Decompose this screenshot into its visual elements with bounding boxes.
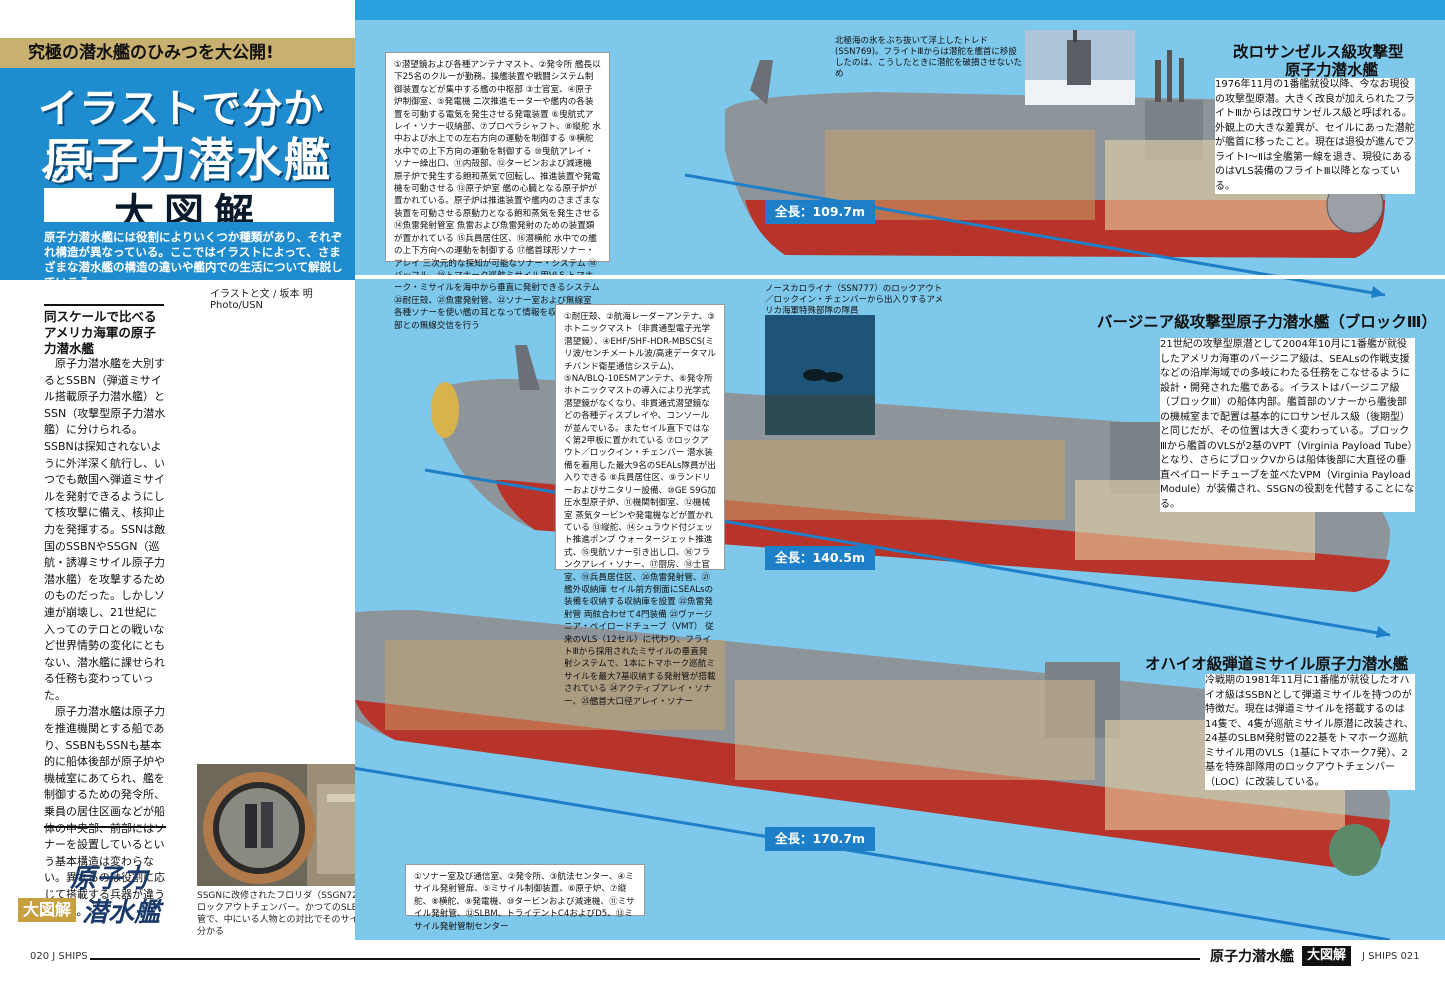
hero-lead: 原子力潜水艦には役割によりいくつか種類があり、それぞれ構造が異なっている。ここで… xyxy=(44,230,343,289)
ohio-legend: ①ソナー室及び通信室、②発令所、③航法センター、④ミサイル発射管扉、⑤ミサイル制… xyxy=(405,864,645,932)
logo-top: 原子力 xyxy=(70,864,149,894)
footer-page-left: 020 J SHIPS xyxy=(30,951,88,962)
sidebar-divider xyxy=(44,826,166,828)
virginia-length-label: 全長：140.5m xyxy=(765,546,875,570)
hero-title-line1: イラストで分かる! xyxy=(38,86,325,190)
toledo-photo-illustration xyxy=(1025,30,1135,105)
sidebar-paragraph: 原子力潜水艦を大別するとSSBN（弾道ミサイル搭載原子力潜水艦）とSSN（攻撃型… xyxy=(44,357,166,702)
art-top-band xyxy=(355,0,1445,20)
sidebar-heading: 同スケールで比べるアメリカ海軍の原子力潜水艦 xyxy=(44,304,164,357)
legend-text: ①潜望鏡および各種アンテナマスト、②発令所 艦長以下25名のクルーが勤務。操艦装… xyxy=(394,60,601,331)
teaser-banner: 究極の潜水艦のひみつを大公開! xyxy=(0,38,355,68)
left-column: 究極の潜水艦のひみつを大公開! イラストで分かる! 原子力潜水艦 大図解 原子力… xyxy=(0,0,387,981)
north-carolina-photo-illustration xyxy=(765,315,875,435)
sidebar-paragraph: 原子力潜水艦は原子力を推進機関とする船であり、SSBNもSSNも基本的に船体後部… xyxy=(44,705,165,918)
footer-badge: 大図解 xyxy=(1302,946,1352,966)
section-divider xyxy=(355,275,1445,279)
logo-bottom: 潜水艦 xyxy=(82,898,161,928)
ohio-title: オハイオ級弾道ミサイル原子力潜水艦 xyxy=(1145,655,1409,673)
hero-title-line2: 原子力潜水艦 xyxy=(44,133,332,187)
section-logo: 原子力 大図解 潜水艦 xyxy=(18,858,178,930)
north-carolina-photo xyxy=(765,315,875,435)
los-angeles-title-1: 改ロサンゼルス級攻撃型 xyxy=(1233,43,1404,61)
hero-lead-band xyxy=(0,222,355,280)
footer-page-right: J SHIPS 021 xyxy=(1362,951,1420,962)
ohio-sub-illustration xyxy=(355,610,1390,876)
porthole-illustration xyxy=(197,764,387,886)
logo-box: 大図解 xyxy=(18,898,76,922)
ohio-length-label: 全長：170.7m xyxy=(765,827,875,851)
toledo-photo-caption: 北極海の氷をぶち抜いて浮上したトレド(SSN769)。フライトⅢからは潜舵を艦首… xyxy=(835,36,1023,79)
sidebar-body: 原子力潜水艦を大別するとSSBN（弾道ミサイル搭載原子力潜水艦）とSSN（攻撃型… xyxy=(44,356,166,920)
virginia-legend: ①耐圧殻、②航海レーダーアンテナ、③ホトニックマスト（非貫通型電子光学潜望鏡）、… xyxy=(555,304,725,707)
los-angeles-legend: ①潜望鏡および各種アンテナマスト、②発令所 艦長以下25名のクルーが勤務。操艦装… xyxy=(385,52,610,331)
page-footer: 020 J SHIPS 原子力潜水艦 大図解 J SHIPS 021 xyxy=(0,946,1445,972)
porthole-caption: SSGNに改修されたフロリダ（SSGN728）のロックアウトチェンバー。かつての… xyxy=(197,891,386,937)
toledo-photo xyxy=(1025,30,1135,105)
legend-text: ①ソナー室及び通信室、②発令所、③航法センター、④ミサイル発射管扉、⑤ミサイル制… xyxy=(414,872,635,932)
los-angeles-length-label: 全長：109.7m xyxy=(765,200,875,224)
los-angeles-title-2: 原子力潜水艦 xyxy=(1285,61,1379,79)
virginia-description: 21世紀の攻撃型原潜として2004年10月に1番艦が就役したアメリカ海軍のバージ… xyxy=(1160,338,1415,512)
credit-line: イラストと文 / 坂本 明 Photo/USN xyxy=(210,289,323,311)
north-carolina-photo-caption: ノースカロライナ（SSN777）のロックアウト／ロックイン・チェンバーから出入り… xyxy=(765,284,944,316)
footer-rule xyxy=(90,958,1200,960)
footer-title: 原子力潜水艦 xyxy=(1210,949,1294,965)
legend-text: ①耐圧殻、②航海レーダーアンテナ、③ホトニックマスト（非貫通型電子光学潜望鏡）、… xyxy=(564,312,716,707)
ohio-description: 冷戦期の1981年11月に1番艦が就役したオハイオ級はSSBNとして弾道ミサイル… xyxy=(1205,674,1415,790)
virginia-title: バージニア級攻撃型原子力潜水艦（ブロックⅢ） xyxy=(1097,313,1437,331)
illustration-area: ①潜望鏡および各種アンテナマスト、②発令所 艦長以下25名のクルーが勤務。操艦装… xyxy=(355,0,1445,940)
los-angeles-description: 1976年11月の1番艦就役以降、今なお現役の攻撃型原潜。大きく改良が加えられた… xyxy=(1215,78,1415,194)
